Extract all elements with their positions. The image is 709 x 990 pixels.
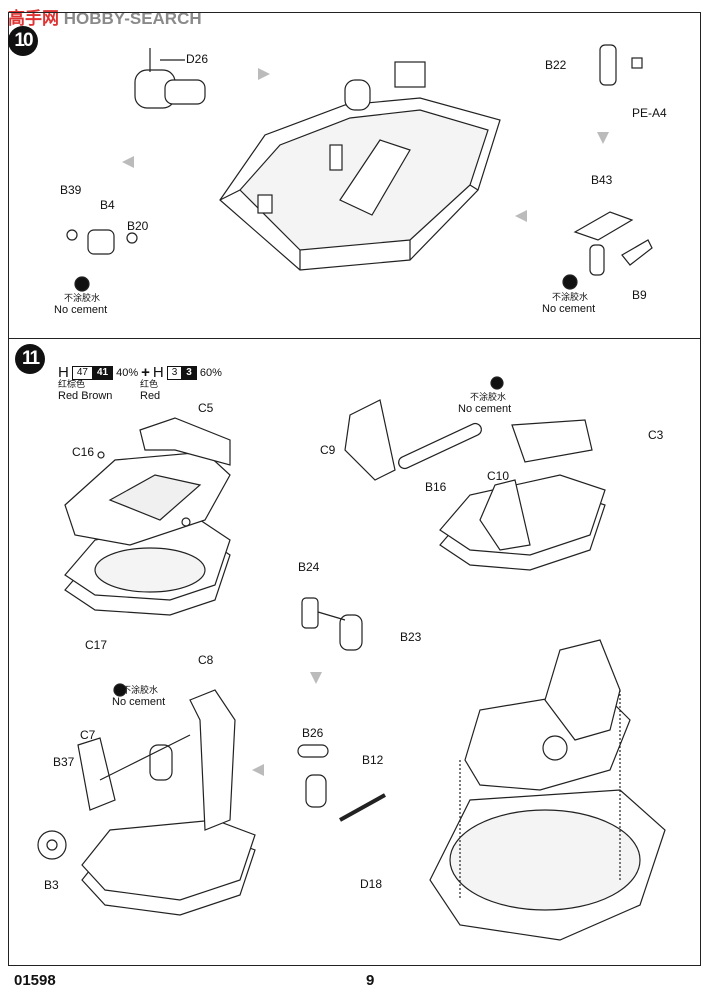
no-cement-cn: 不涂胶水 xyxy=(470,392,507,402)
watermark-text: HOBBY-SEARCH xyxy=(63,9,202,28)
label-B22: B22 xyxy=(545,58,567,72)
label-B16: B16 xyxy=(425,480,447,494)
no-cement-cn: 不涂胶水 xyxy=(64,293,101,303)
label-B24: B24 xyxy=(298,560,320,574)
turret-floor-left xyxy=(64,417,231,616)
no-cement-label: No cement xyxy=(458,403,512,415)
label-B12: B12 xyxy=(362,753,384,767)
step-10-number: 10 xyxy=(8,26,38,56)
label-B43: B43 xyxy=(591,173,613,187)
label-C7: C7 xyxy=(80,728,96,742)
turret-floor-bottom-left xyxy=(37,689,256,916)
step-11-number: 11 xyxy=(15,344,45,374)
color1-en: Red Brown xyxy=(58,390,113,402)
no-cement-label: No cement xyxy=(112,696,166,708)
label-B23: B23 xyxy=(400,630,422,644)
label-C17: C17 xyxy=(85,638,108,652)
page-number: 9 xyxy=(366,972,375,989)
paint-h2: H xyxy=(152,364,164,381)
paint-code: 47 xyxy=(71,365,93,380)
color1-cn: 红棕色 xyxy=(58,379,86,389)
paint-h1: H xyxy=(58,364,69,381)
step10-parts xyxy=(66,44,653,292)
label-C9: C9 xyxy=(320,443,336,457)
label-B37: B37 xyxy=(53,755,75,769)
no-cement-cn: 不涂胶水 xyxy=(122,685,159,695)
step-11-panel xyxy=(8,338,701,966)
label-D26: D26 xyxy=(186,52,209,66)
turret-floor-right xyxy=(344,399,606,571)
label-C8: C8 xyxy=(198,653,214,667)
no-cement-label: No cement xyxy=(542,303,596,315)
watermark-cn: 高手网 xyxy=(8,9,59,28)
label-B4: B4 xyxy=(100,198,115,212)
paint-code: 41 xyxy=(91,365,114,380)
direction-arrows xyxy=(122,68,609,776)
color2-cn: 红色 xyxy=(140,379,159,389)
label-B39: B39 xyxy=(60,183,82,197)
plus-sign: + xyxy=(141,364,150,381)
label-C10: C10 xyxy=(487,469,510,483)
label-C16: C16 xyxy=(72,445,95,459)
watermark: 高手网 HOBBY-SEARCH xyxy=(8,4,202,29)
color2-en: Red xyxy=(140,390,161,402)
small-parts-center xyxy=(297,597,386,822)
hull-drawing xyxy=(219,61,501,271)
paint-percent: 40% xyxy=(116,366,139,379)
turret-assembly-right xyxy=(429,639,666,941)
paint-code: 3 xyxy=(166,365,183,380)
label-D18: D18 xyxy=(360,877,383,891)
no-cement-label: No cement xyxy=(54,304,108,316)
label-B9: B9 xyxy=(632,288,647,302)
label-B26: B26 xyxy=(302,726,324,740)
product-code: 01598 xyxy=(14,972,56,989)
paint-code: 3 xyxy=(181,365,197,380)
label-B20: B20 xyxy=(127,219,149,233)
paint-percent: 60% xyxy=(199,366,222,379)
label-C3: C3 xyxy=(648,428,664,442)
label-PE-A4: PE-A4 xyxy=(632,106,667,120)
label-B3: B3 xyxy=(44,878,59,892)
label-C5: C5 xyxy=(198,401,214,415)
no-cement-cn: 不涂胶水 xyxy=(552,292,589,302)
